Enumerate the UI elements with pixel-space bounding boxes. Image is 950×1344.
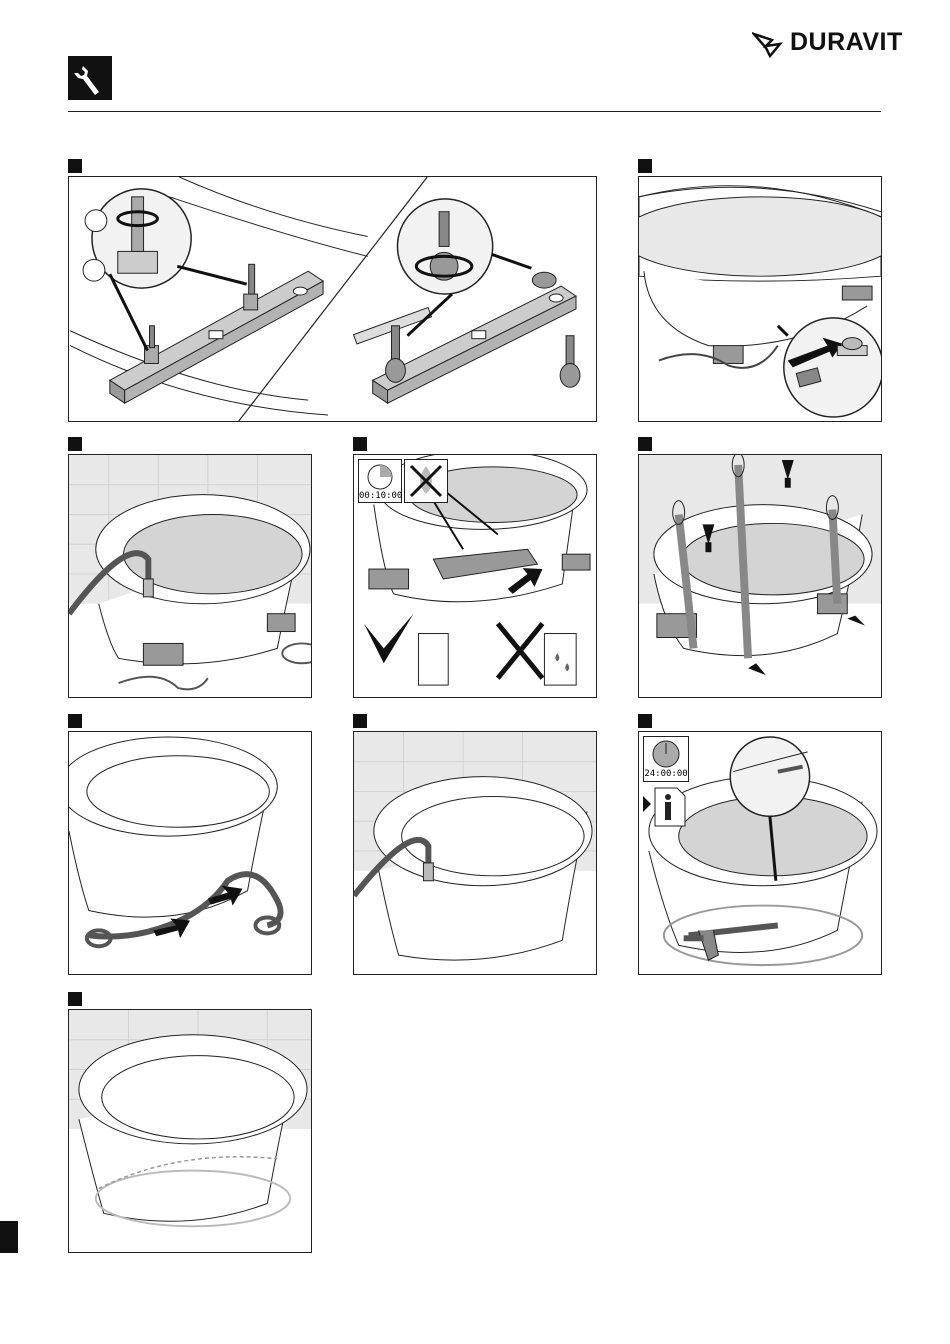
- panel-water-fill-test: [68, 454, 312, 698]
- panel-silicone-seal: 24:00:00: [638, 731, 882, 975]
- step-badge-9: [68, 992, 82, 1006]
- panel-leak-test: 00:10:00: [353, 454, 597, 698]
- step-badge-7: [353, 714, 367, 728]
- panel-remove-straps: [68, 731, 312, 975]
- step-badge-3: [68, 437, 82, 451]
- step-badge-6: [68, 714, 82, 728]
- panel-lift-straps: [638, 454, 882, 698]
- panel-fill-water: [353, 731, 597, 975]
- no-water-icon: [404, 459, 448, 503]
- page-edge-tab: [0, 1221, 18, 1253]
- step-badge-5: [638, 437, 652, 451]
- brand-name: DURAVIT: [790, 28, 903, 57]
- header-divider: [68, 111, 881, 112]
- panel-leveling-feet: [68, 176, 597, 422]
- panel-drain-connection: [638, 176, 882, 422]
- step-badge-2: [638, 159, 652, 173]
- wrench-icon: [68, 56, 112, 100]
- step-badge-1: [68, 159, 82, 173]
- timer-icon-24h: 24:00:00: [643, 736, 689, 782]
- step-badge-4: [353, 437, 367, 451]
- panel-finished-bathtub: [68, 1009, 312, 1253]
- timer-readout-24h: 24:00:00: [644, 769, 688, 779]
- timer-icon: 00:10:00: [358, 459, 402, 503]
- step-badge-8: [638, 714, 652, 728]
- timer-readout: 00:10:00: [359, 491, 401, 501]
- info-document-icon: [643, 786, 687, 828]
